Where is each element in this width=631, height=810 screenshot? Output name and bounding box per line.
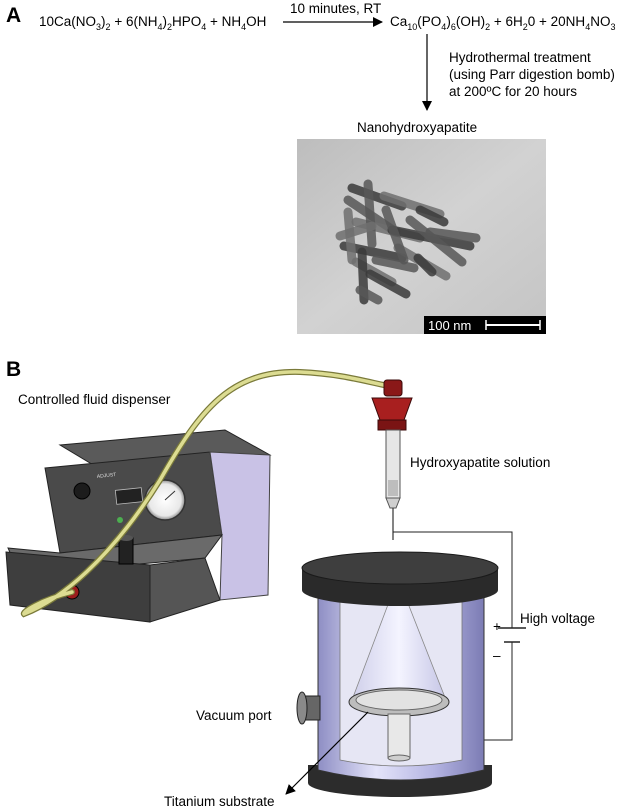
fluid-tube [22, 370, 390, 617]
scale-bar-label: 100 nm [428, 318, 471, 333]
nanorod [355, 285, 383, 305]
nanorod [405, 215, 467, 267]
nanorod [335, 221, 377, 241]
treatment-line-2: (using Parr digestion bomb) [449, 67, 615, 82]
display-panel [114, 487, 144, 505]
panel-b-letter: B [6, 358, 21, 381]
reaction-condition: 10 minutes, RT [290, 1, 381, 16]
power-led [117, 517, 123, 523]
vacuum-chamber [296, 551, 499, 797]
treatment-line-1: Hydrothermal treatment [449, 50, 591, 65]
nanorod [415, 205, 449, 227]
substrate-label: Titanium substrate [164, 794, 275, 809]
nanorod [371, 255, 419, 273]
tem-micrograph: 100 nm [297, 139, 546, 334]
minus-sign: – [493, 648, 501, 663]
product-name: Nanohydroxyapatite [357, 120, 477, 135]
dispenser-label: Controlled fluid dispenser [18, 392, 171, 407]
syringe [371, 379, 413, 540]
vacuum-port-label: Vacuum port [196, 708, 272, 723]
voltage-label: High voltage [520, 611, 595, 626]
reactants-equation: 10Ca(NO3​)2​ + 6(NH4​)2​HPO4​ + NH4​OH [39, 14, 266, 32]
nanorod [413, 253, 437, 277]
fluid-dispenser: ADJUST [5, 429, 272, 623]
solution-label: Hydroxyapatite solution [410, 455, 550, 470]
nanorod [363, 179, 377, 249]
products-equation: Ca10​(PO4​)6​(OH)2​ + 6H2​0 + 20NH4​NO3​ [390, 14, 615, 32]
nanorod [343, 207, 357, 265]
foot-valve [118, 537, 134, 565]
treatment-line-3: at 200ºC for 20 hours [449, 84, 577, 99]
nanorod [381, 205, 409, 265]
svg-text:ADJUST: ADJUST [97, 472, 117, 480]
nanorod [365, 269, 411, 299]
nanorod [425, 227, 481, 243]
substrate-arrow [285, 711, 369, 795]
scale-bar-box [424, 316, 546, 334]
panel-a-letter: A [6, 4, 21, 27]
dial-knob [73, 482, 91, 500]
plus-sign: + [493, 619, 501, 634]
